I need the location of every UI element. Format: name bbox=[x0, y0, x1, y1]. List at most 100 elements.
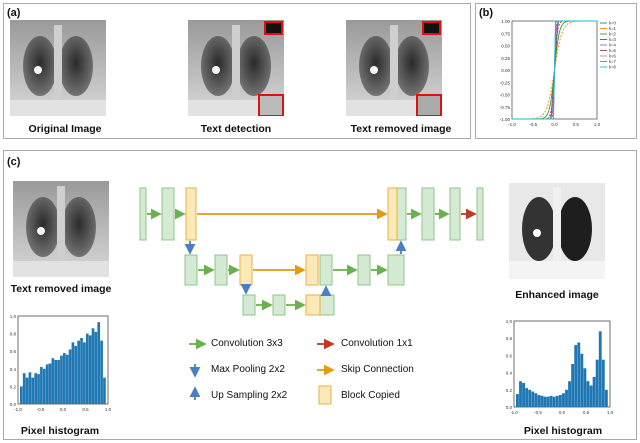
histogram-bar bbox=[516, 394, 519, 407]
histogram-bar bbox=[571, 364, 575, 407]
caption-detection: Text detection bbox=[200, 123, 272, 135]
histogram-bar bbox=[580, 353, 584, 407]
histogram-bar bbox=[31, 377, 35, 404]
legend-icons-right bbox=[317, 338, 335, 405]
histogram-bar bbox=[34, 373, 37, 404]
x-tick-label: -1.0 bbox=[510, 410, 518, 415]
histogram-bar bbox=[534, 393, 538, 407]
histogram-bar bbox=[97, 322, 101, 404]
y-tick-label: 0.6 bbox=[506, 353, 513, 358]
histogram-bar bbox=[40, 367, 43, 404]
histogram-bar bbox=[574, 345, 578, 407]
histogram-bar bbox=[51, 358, 55, 404]
histogram-bar bbox=[552, 396, 556, 407]
xray-graphic bbox=[188, 20, 284, 116]
histogram-bar bbox=[63, 352, 66, 404]
y-tick-label: 0.0 bbox=[506, 405, 513, 410]
y-tick-label: 0.0 bbox=[10, 402, 17, 407]
legend-copied: Block Copied bbox=[341, 390, 400, 401]
histogram-bar bbox=[522, 382, 525, 407]
histogram-bar bbox=[555, 395, 559, 407]
histogram-bar bbox=[558, 394, 562, 407]
unet-block bbox=[139, 187, 147, 241]
histogram-bar bbox=[65, 354, 69, 404]
detection-xray-image bbox=[188, 20, 284, 116]
histogram-bar bbox=[528, 389, 532, 407]
histogram-bar bbox=[48, 363, 52, 404]
histogram-bar bbox=[37, 374, 40, 404]
y-tick-label: 0.8 bbox=[506, 336, 513, 341]
panel-c-label: (c) bbox=[7, 156, 21, 168]
unet-block bbox=[214, 254, 228, 286]
xray-graphic bbox=[13, 181, 109, 277]
histogram-bar bbox=[537, 394, 541, 407]
legend-entry: k=4 bbox=[609, 43, 617, 48]
legend-conv3: Convolution 3x3 bbox=[211, 338, 283, 349]
histogram-bar bbox=[601, 359, 605, 407]
x-tick-label: -1.0 bbox=[508, 122, 516, 127]
y-tick-label: 0.50 bbox=[501, 44, 510, 49]
y-tick-label: 0.2 bbox=[10, 384, 17, 389]
histogram-bar bbox=[77, 340, 80, 404]
y-tick-label: 1.0 bbox=[10, 314, 17, 319]
x-tick-label: 1.0 bbox=[594, 122, 601, 127]
caption-removed-top: Text removed image bbox=[350, 123, 452, 135]
detection-box-top bbox=[264, 21, 283, 35]
unet-block bbox=[357, 254, 371, 286]
x-tick-label: 1.0 bbox=[105, 407, 112, 412]
histogram-bar bbox=[519, 381, 522, 407]
x-tick-label: 0.5 bbox=[82, 407, 89, 412]
histogram-bar bbox=[91, 328, 95, 404]
copied-block bbox=[305, 294, 321, 316]
y-tick-label: -0.25 bbox=[500, 80, 511, 85]
enhanced-xray-image bbox=[509, 183, 605, 279]
histogram-bar bbox=[577, 342, 581, 407]
unet-block bbox=[387, 254, 405, 286]
histogram-bar bbox=[74, 345, 78, 404]
y-tick-label: 0.2 bbox=[506, 388, 513, 393]
legend-entry: k=5 bbox=[609, 48, 617, 53]
histogram-bar bbox=[598, 331, 602, 407]
unet-block bbox=[184, 254, 198, 286]
unet-block bbox=[161, 187, 175, 241]
panel-b-label: (b) bbox=[479, 7, 494, 19]
caption-original: Original Image bbox=[28, 123, 102, 135]
unet-block bbox=[319, 294, 335, 316]
legend-entry: k=8 bbox=[609, 65, 617, 70]
histogram-bar bbox=[42, 368, 46, 404]
sigmoid-curves-chart: 1.000.750.500.250.00-0.25-0.50-0.75-1.00… bbox=[500, 19, 617, 127]
x-tick-label: 0.0 bbox=[60, 407, 67, 412]
unet-block bbox=[449, 187, 461, 241]
histogram-bar bbox=[22, 373, 26, 404]
histogram-bar bbox=[45, 364, 49, 404]
legend-maxpool: Max Pooling 2x2 bbox=[211, 364, 285, 375]
histogram-bar bbox=[25, 377, 29, 404]
histogram-bar bbox=[60, 355, 63, 404]
histogram-bar bbox=[85, 333, 89, 404]
legend-entry: k=6 bbox=[609, 54, 617, 59]
caption-hist-right: Pixel histogram bbox=[523, 425, 603, 437]
panel-a-label: (a) bbox=[7, 7, 21, 19]
legend-entry: k=0 bbox=[609, 21, 617, 26]
histogram-bar bbox=[100, 340, 103, 404]
histogram-bar bbox=[586, 381, 590, 407]
y-tick-label: 0.25 bbox=[501, 56, 510, 61]
x-tick-label: -0.5 bbox=[529, 122, 537, 127]
y-tick-label: 0.6 bbox=[10, 349, 17, 354]
histogram-bar bbox=[562, 393, 565, 407]
copied-block bbox=[239, 254, 253, 286]
unet-architecture bbox=[139, 187, 484, 316]
x-tick-label: 0.0 bbox=[551, 122, 558, 127]
histogram-bar bbox=[54, 360, 58, 404]
histogram-bar bbox=[80, 338, 83, 404]
copied-block bbox=[305, 254, 319, 286]
x-tick-label: -0.5 bbox=[534, 410, 542, 415]
y-tick-label: 1.0 bbox=[506, 319, 513, 324]
y-tick-label: 1.00 bbox=[501, 19, 510, 24]
histogram-bar bbox=[88, 335, 92, 404]
histogram-bar bbox=[531, 391, 535, 407]
histogram-bar bbox=[94, 331, 98, 404]
x-tick-label: 1.0 bbox=[607, 410, 614, 415]
histogram-bar bbox=[83, 342, 86, 404]
